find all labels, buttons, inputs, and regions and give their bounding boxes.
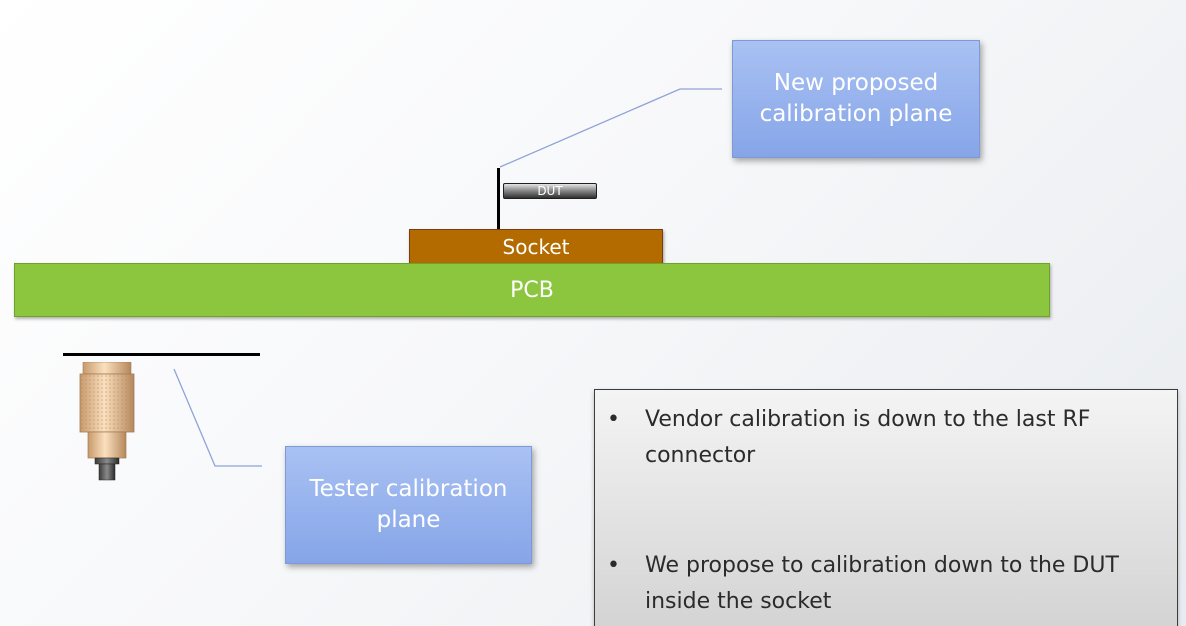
note-item: • Vendor calibration is down to the last…: [607, 402, 1185, 474]
note-text: We propose to calibration down to the DU…: [645, 553, 1119, 614]
bullet-marker: •: [607, 553, 620, 578]
tester-calibration-plane-label: Tester calibration plane: [309, 475, 508, 533]
socket-block: Socket: [409, 229, 663, 265]
tester-calibration-plane-line: [63, 353, 260, 356]
notes-box: • Vendor calibration is down to the last…: [594, 389, 1178, 626]
note-item: • We propose to calibration down to the …: [607, 548, 1185, 620]
calibration-probe-line: [497, 168, 500, 230]
rf-connector-icon: [79, 362, 135, 481]
tester-plane-leader-line: [173, 368, 262, 467]
socket-label: Socket: [502, 235, 570, 259]
new-calibration-plane-label: New proposed calibration plane: [759, 69, 953, 127]
bullet-marker: •: [607, 407, 620, 432]
tester-calibration-plane-callout: Tester calibration plane: [285, 446, 532, 564]
note-text: Vendor calibration is down to the last R…: [645, 407, 1091, 468]
pcb-label: PCB: [510, 277, 554, 303]
new-plane-leader-line: [499, 88, 722, 168]
dut-label: DUT: [537, 184, 563, 198]
dut-chip: DUT: [503, 183, 597, 199]
pcb-board: PCB: [14, 263, 1050, 317]
new-calibration-plane-callout: New proposed calibration plane: [732, 40, 980, 158]
